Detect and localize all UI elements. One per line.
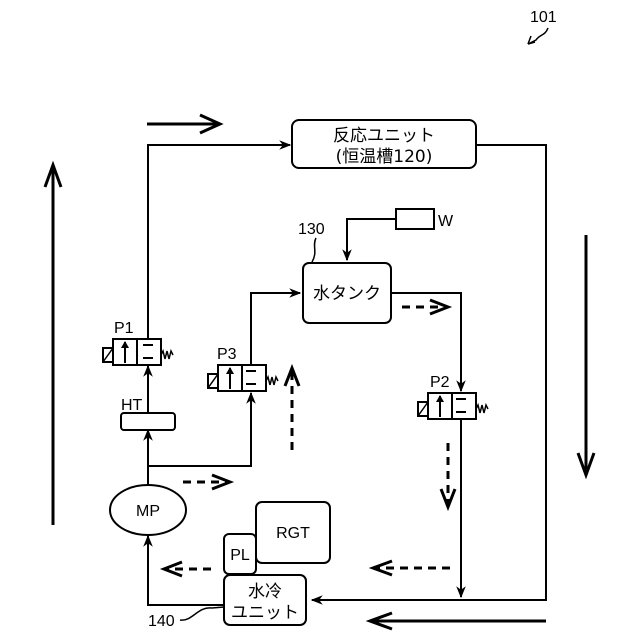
valve-p3-label: P3 — [217, 346, 237, 363]
dashed-arrow-p2-down — [441, 443, 455, 507]
pump-label: MP — [136, 503, 160, 520]
cooling-unit-line2: ユニット — [231, 603, 299, 623]
valve-p3: P3 — [208, 346, 278, 391]
water-source-label: W — [438, 213, 454, 230]
reaction-unit-line2: (恒温槽120) — [336, 147, 433, 167]
reaction-unit: 反応ユニット (恒温槽120) — [292, 120, 476, 168]
figure-ref-number: 101 — [530, 9, 557, 26]
p2-spring-icon — [476, 405, 488, 413]
valve-p1-label: P1 — [114, 320, 134, 337]
pipe-p3-to-tank — [251, 293, 300, 365]
water-tank: 水タンク — [303, 263, 391, 323]
dashed-arrow-mp-right — [183, 475, 230, 489]
pipe-w-to-tank — [347, 219, 396, 260]
water-source: W — [396, 209, 454, 230]
p3-spring-icon — [266, 377, 278, 385]
dashed-arrow-return-left — [373, 561, 450, 575]
dashed-arrow-cooling-left — [164, 562, 211, 576]
cooling-unit-line1: 水冷 — [248, 582, 282, 602]
cooling-unit-ref: 140 — [148, 613, 175, 630]
valve-p2-label: P2 — [430, 374, 450, 391]
pipe-p1-to-reaction — [148, 145, 290, 338]
dashed-arrow-p3-up — [285, 368, 299, 450]
pipe-cooling-to-mp — [148, 536, 226, 605]
flow-arrow-right-down — [578, 235, 594, 475]
dashed-arrow-tank-right — [402, 300, 448, 314]
pipe-tank-to-p2 — [391, 293, 461, 391]
cooling-unit-ref-leader — [180, 607, 224, 620]
water-tank-label: 水タンク — [313, 284, 381, 304]
cooling-unit: 水冷 ユニット — [224, 575, 306, 625]
flow-arrow-left-up — [45, 165, 61, 525]
ref-arrow-101 — [528, 36, 535, 44]
pl-unit-label: PL — [230, 547, 250, 564]
heater-label: HT — [121, 397, 143, 414]
pump: MP — [110, 485, 186, 535]
flow-arrow-top-right — [147, 115, 220, 133]
regulator: RGT — [256, 502, 330, 563]
pl-unit: PL — [224, 534, 256, 574]
water-tank-ref-leader — [312, 238, 316, 262]
p1-spring-icon — [161, 351, 173, 359]
water-tank-ref: 130 — [298, 221, 325, 238]
regulator-label: RGT — [276, 525, 310, 542]
valve-p1: P1 — [103, 320, 173, 365]
reaction-unit-line1: 反応ユニット — [333, 126, 435, 146]
flow-arrow-bottom-left — [370, 613, 546, 629]
valve-p2: P2 — [418, 374, 488, 419]
